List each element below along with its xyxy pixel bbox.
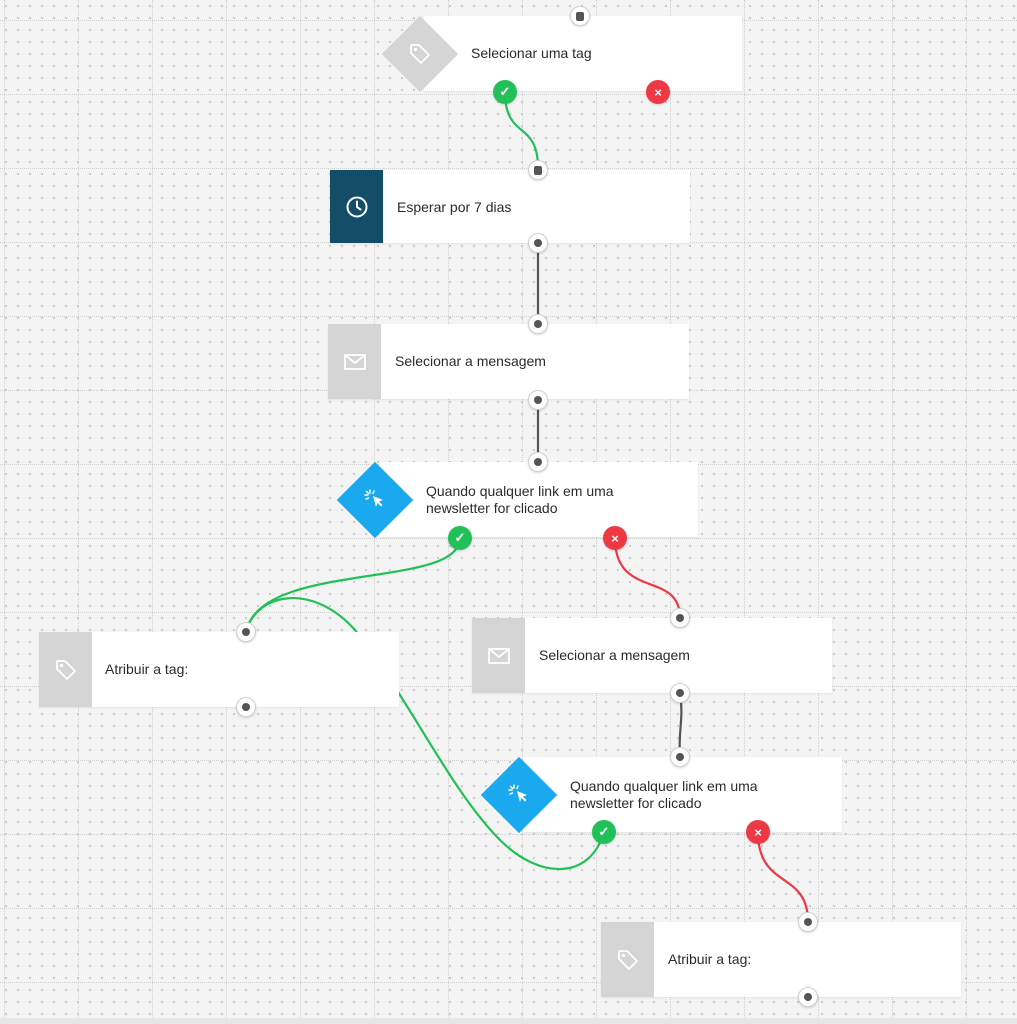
node-wait[interactable]: Esperar por 7 dias [330,170,690,243]
input-port[interactable] [528,314,548,334]
input-port[interactable] [670,608,690,628]
input-port[interactable] [798,912,818,932]
yes-check-icon[interactable]: ✓ [493,80,517,104]
input-port[interactable] [670,747,690,767]
node-link-click-1-label-line2: newsletter for clicado [426,500,558,516]
node-assign-tag-1-label: Atribuir a tag: [105,661,189,677]
node-select-tag-label: Selecionar uma tag [471,45,592,61]
output-port[interactable] [236,697,256,717]
output-port[interactable] [798,987,818,1007]
node-select-message-1[interactable]: Selecionar a mensagem [328,324,689,399]
input-port[interactable] [236,622,256,642]
node-link-click-1-label-line1: Quando qualquer link em uma [426,483,614,499]
no-cross-icon[interactable]: × [746,820,770,844]
node-wait-label: Esperar por 7 dias [397,199,512,215]
node-link-click-2-label-line2: newsletter for clicado [570,795,702,811]
node-link-click-2-label-line1: Quando qualquer link em uma [570,778,758,794]
node-select-tag[interactable]: Selecionar uma tag [424,16,742,91]
yes-check-icon[interactable]: ✓ [592,820,616,844]
cursor-click-icon [336,461,414,539]
connector-yes-1 [503,91,540,169]
tag-icon [39,632,92,707]
envelope-icon [472,618,525,693]
node-assign-tag-2[interactable]: Atribuir a tag: [601,922,961,997]
node-assign-tag-2-label: Atribuir a tag: [668,951,752,967]
tag-icon [601,922,654,997]
node-select-message-2-label: Selecionar a mensagem [539,647,690,663]
node-select-message-1-label: Selecionar a mensagem [395,353,546,369]
output-port[interactable] [528,233,548,253]
envelope-icon [328,324,381,399]
yes-check-icon[interactable]: ✓ [448,526,472,550]
node-select-message-2[interactable]: Selecionar a mensagem [472,618,832,693]
node-link-click-2[interactable]: Quando qualquer link em uma newsletter f… [523,757,842,832]
connector-no-3 [756,831,810,923]
no-cross-icon[interactable]: × [603,526,627,550]
input-port[interactable] [528,452,548,472]
output-port[interactable] [528,390,548,410]
no-cross-icon[interactable]: × [646,80,670,104]
connector-yes-2 [244,537,462,633]
canvas-bottom-edge [0,1018,1017,1024]
tag-icon [381,15,459,93]
input-port[interactable] [570,6,590,26]
connector-yes-loop [244,596,606,871]
connector-no-2 [613,537,682,619]
output-port[interactable] [670,683,690,703]
node-link-click-1[interactable]: Quando qualquer link em uma newsletter f… [380,462,698,537]
node-assign-tag-1[interactable]: Atribuir a tag: [39,632,399,707]
input-port[interactable] [528,160,548,180]
clock-icon [330,170,383,243]
